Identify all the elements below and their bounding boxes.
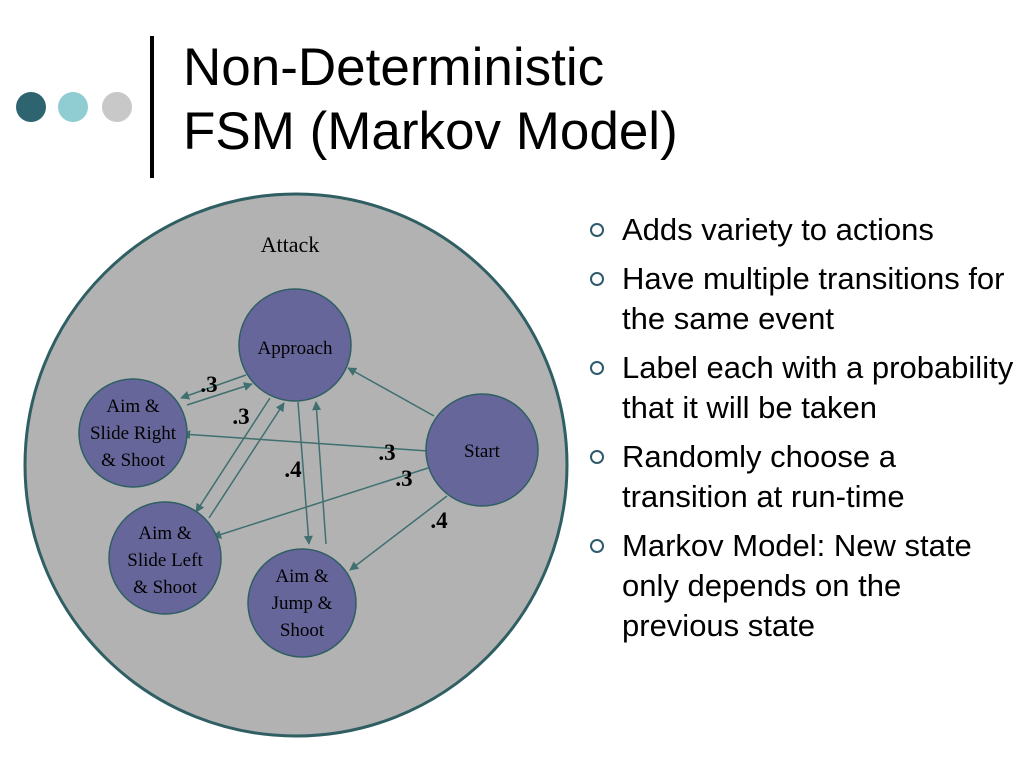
state-start-label: Start: [464, 441, 501, 462]
state-aim-right-label-2: Slide Right: [90, 423, 177, 444]
transition-approach-to-aim-right: [180, 374, 247, 400]
bullet-item: Adds variety to actions: [588, 210, 1018, 250]
decor-dot-dark: [16, 92, 46, 122]
bullet-text: Have multiple transitions for the same e…: [622, 261, 1005, 336]
transition-approach-to-aim-jump: [297, 401, 313, 545]
slide-title: Non-Deterministic FSM (Markov Model): [183, 36, 678, 164]
ring-bullet-icon: [590, 272, 604, 286]
state-aim-jump-label-1: Aim &: [275, 566, 329, 587]
state-aim-slide-left-shoot: [108, 501, 222, 615]
decor-dot-gray: [102, 92, 132, 122]
bullet-text: Label each with a probability that it wi…: [622, 350, 1014, 425]
transition-start-to-aim-right: [181, 430, 429, 452]
prob-approach-to-aim-left: .3: [232, 404, 249, 429]
transition-aim-left-to-approach: [208, 402, 285, 519]
attack-label: Attack: [261, 232, 320, 257]
state-aim-jump-shoot: [247, 548, 357, 658]
bullet-item: Markov Model: New state only depends on …: [588, 526, 1018, 646]
bullet-item: Have multiple transitions for the same e…: [588, 259, 1018, 339]
prob-approach-to-aim-jump: .4: [284, 457, 302, 482]
state-aim-left-label-2: Slide Left: [127, 550, 203, 571]
bullet-item: Label each with a probability that it wi…: [588, 348, 1018, 428]
ring-bullet-icon: [590, 539, 604, 553]
prob-start-to-aim-jump: .4: [430, 508, 448, 533]
state-aim-slide-right-shoot: [78, 378, 188, 488]
slide-title-line-2: FSM (Markov Model): [183, 102, 678, 161]
transition-start-to-aim-left: [212, 467, 429, 539]
bullet-list: Adds variety to actions Have multiple tr…: [588, 210, 1018, 655]
transition-approach-to-aim-left: [195, 397, 271, 513]
state-aim-jump-label-2: Jump &: [272, 593, 333, 614]
ring-bullet-icon: [590, 223, 604, 237]
transition-start-to-aim-jump: [349, 495, 448, 571]
state-approach-label: Approach: [258, 338, 333, 359]
fsm-diagram: Attack Approach Aim & Slide Right & Shoo…: [23, 192, 569, 738]
bullet-text: Randomly choose a transition at run-time: [622, 439, 905, 514]
bullet-text: Markov Model: New state only depends on …: [622, 528, 972, 643]
state-aim-jump-label-3: Shoot: [280, 620, 325, 641]
transition-aim-right-to-approach: [186, 382, 253, 406]
state-aim-right-label-3: & Shoot: [101, 450, 166, 471]
state-approach: [238, 288, 352, 402]
prob-start-to-aim-left: .3: [395, 466, 412, 491]
ring-bullet-icon: [590, 361, 604, 375]
decor-dot-teal: [58, 92, 88, 122]
state-aim-left-label-1: Aim &: [138, 523, 192, 544]
state-aim-left-label-3: & Shoot: [133, 577, 198, 598]
title-divider: [150, 36, 154, 178]
state-aim-right-label-1: Aim &: [106, 396, 160, 417]
prob-start-to-aim-right: .3: [378, 440, 395, 465]
transition-start-to-approach: [347, 367, 435, 417]
bullet-item: Randomly choose a transition at run-time: [588, 437, 1018, 517]
prob-approach-to-aim-right: .3: [200, 372, 217, 397]
state-start: [425, 393, 539, 507]
transition-aim-jump-to-approach: [312, 401, 327, 545]
bullet-text: Adds variety to actions: [622, 212, 934, 247]
slide-title-line-1: Non-Deterministic: [183, 38, 605, 97]
ring-bullet-icon: [590, 450, 604, 464]
